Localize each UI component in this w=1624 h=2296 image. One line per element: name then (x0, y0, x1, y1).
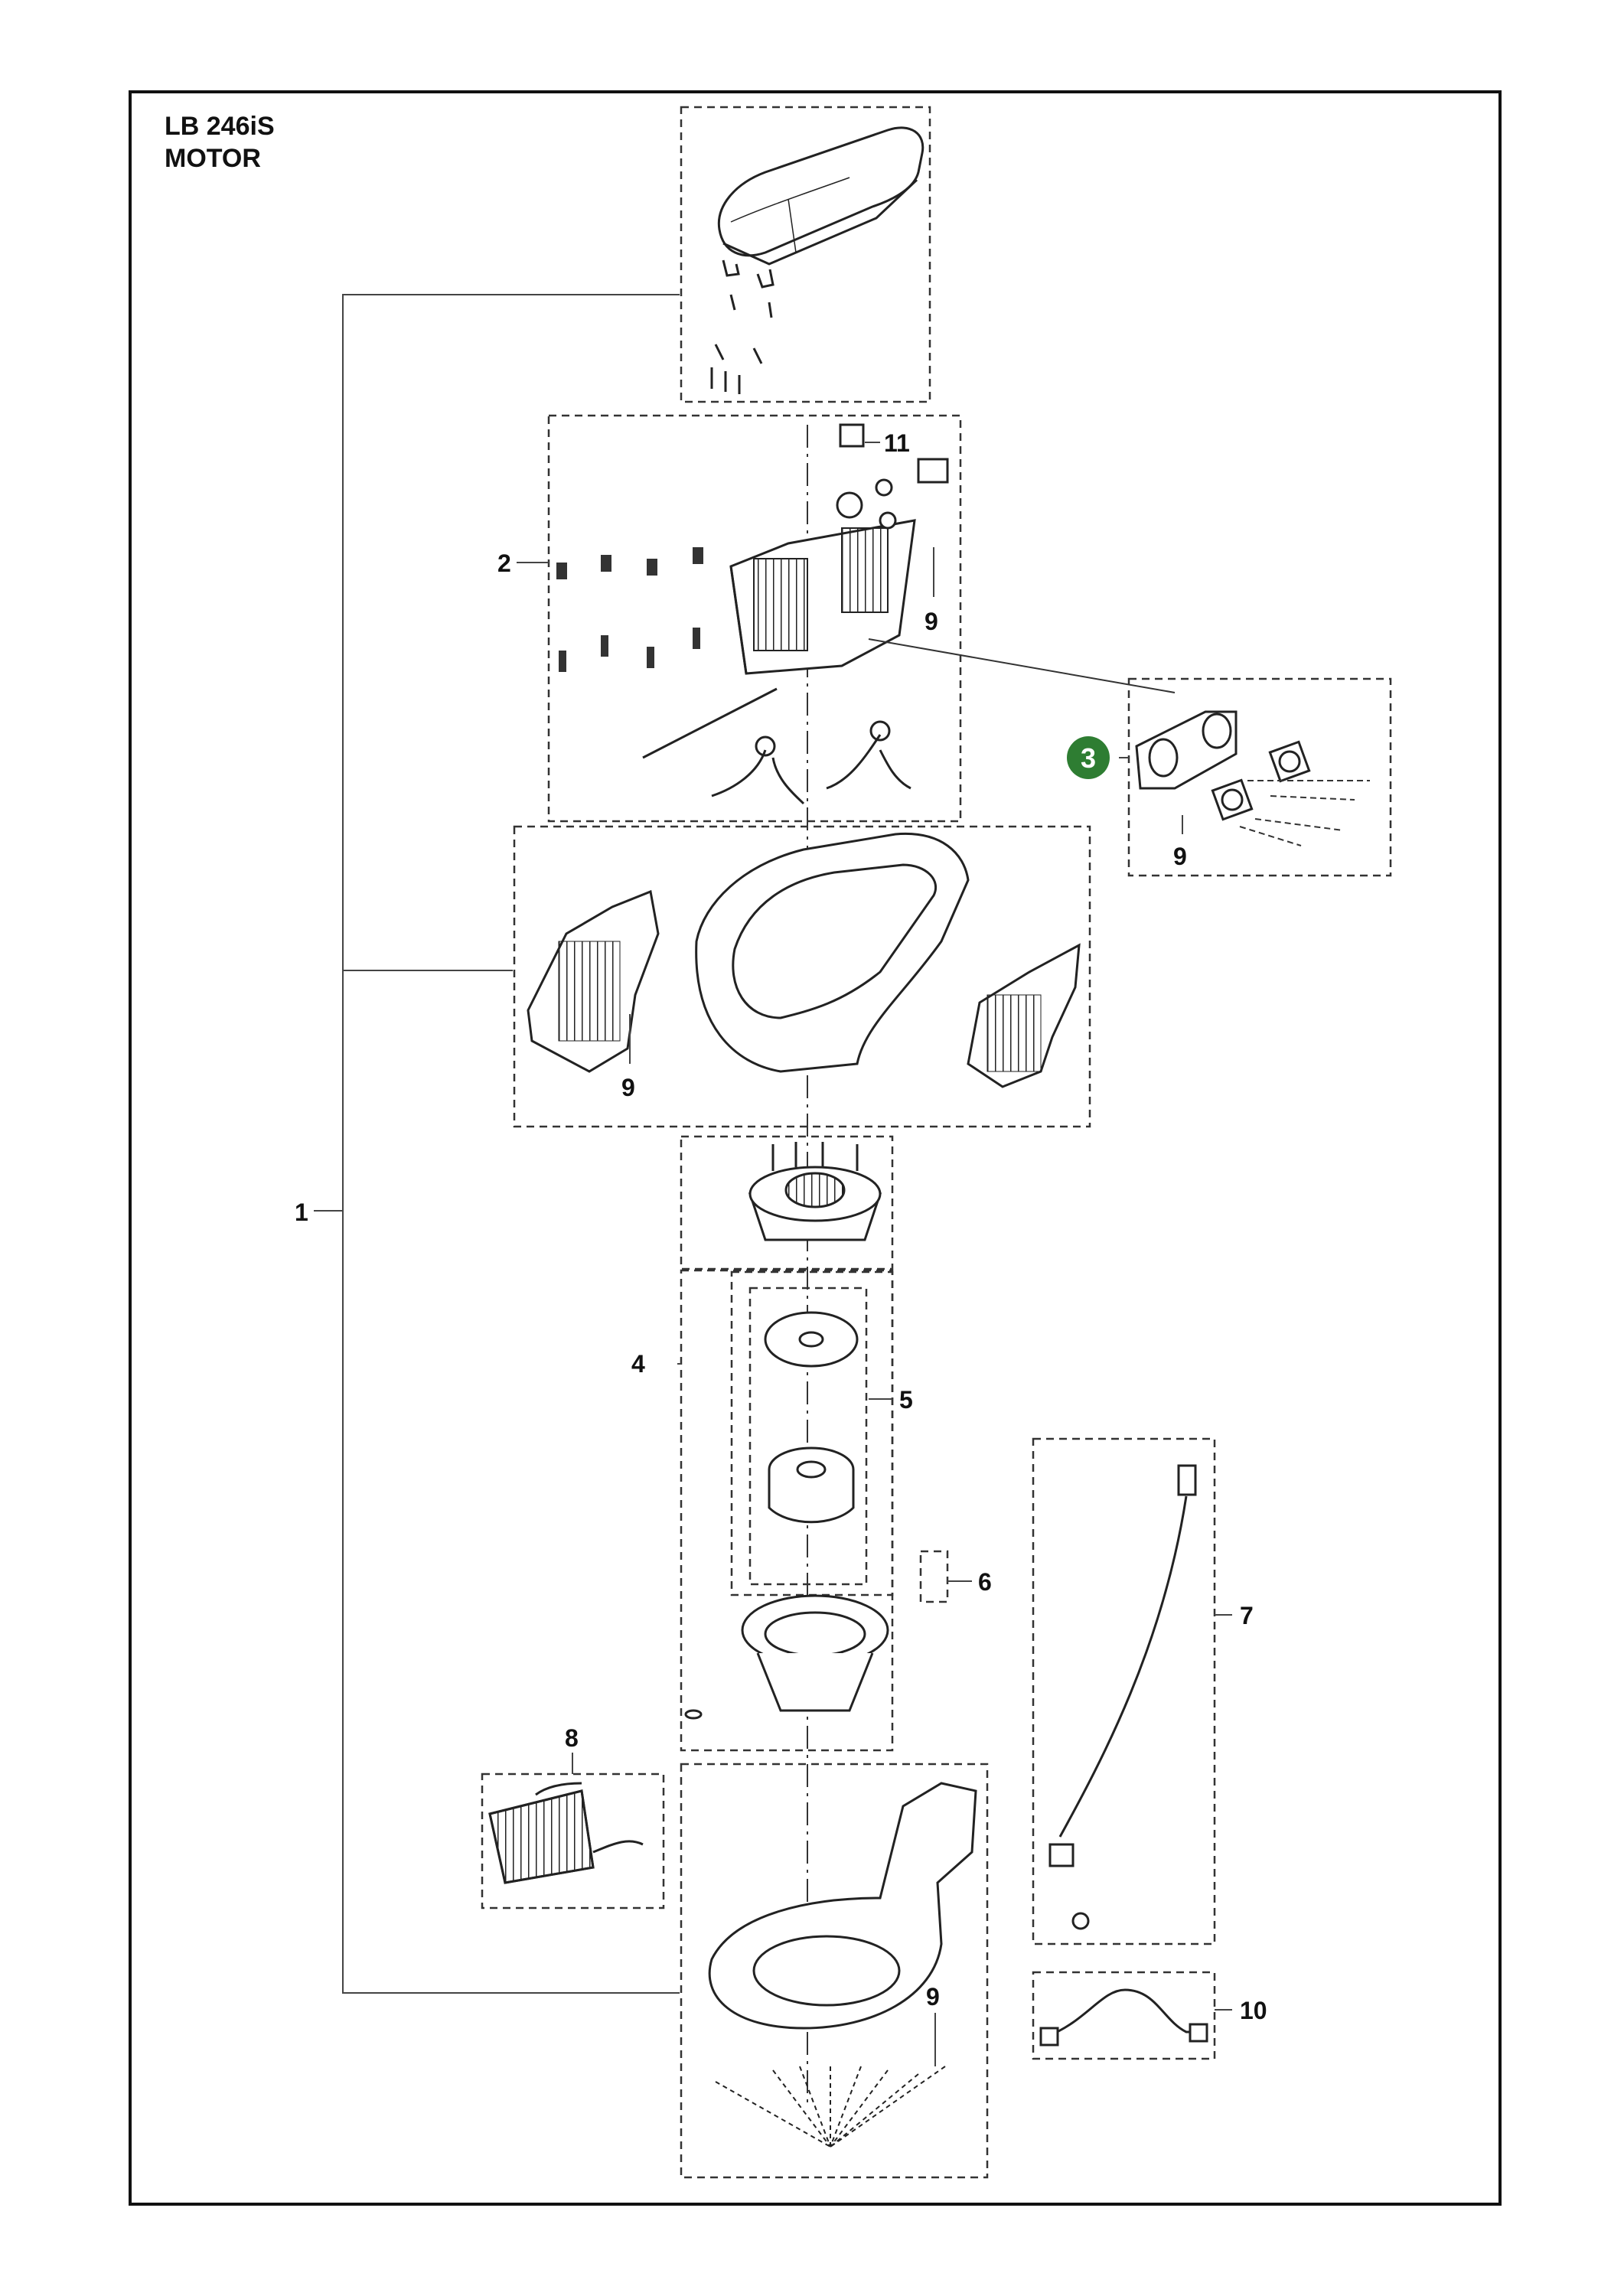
group-box-battery-holder (547, 414, 962, 823)
right-grille-part (967, 943, 1081, 1088)
lower-housing-screws (715, 2066, 946, 2148)
cover-screws (710, 294, 773, 394)
group-box-harness (1032, 1971, 1216, 2060)
group-box-motor-assembly (680, 1269, 894, 1752)
assembly-bracket (314, 294, 680, 1994)
motor-cover-part (748, 1166, 882, 1241)
leader-lines (517, 442, 1232, 2066)
fan-screws (1239, 780, 1370, 846)
handle-cover-part (717, 126, 925, 289)
impeller-part (764, 1311, 859, 1368)
callout-9-holder: 9 (925, 608, 938, 635)
callout-2: 2 (497, 550, 511, 577)
group-box-fan-unit (1127, 677, 1392, 877)
lower-housing-part (708, 1782, 977, 2030)
callout-9-housing: 9 (621, 1074, 635, 1101)
fan-unit-part (1135, 710, 1311, 821)
battery-holder-part (729, 423, 949, 675)
battery-contacts (556, 547, 703, 672)
sheet-border (129, 90, 1502, 2206)
group-box-housing (513, 825, 1091, 1128)
group-box-top-cover (680, 106, 931, 403)
callout-5: 5 (899, 1386, 913, 1414)
callout-10: 10 (1240, 1997, 1267, 2024)
callout-1: 1 (295, 1199, 308, 1226)
group-box-motor-cover (680, 1135, 894, 1270)
group-box-charger (481, 1773, 665, 1910)
holder-wiring (642, 687, 911, 805)
motor-part (768, 1446, 855, 1524)
section-title: MOTOR (165, 144, 261, 173)
callout-6: 6 (978, 1568, 992, 1596)
callout-3: 3 (1081, 742, 1096, 774)
group-box-cable (1032, 1437, 1216, 1945)
callout-9-fan: 9 (1173, 843, 1187, 870)
model-title: LB 246iS (165, 112, 275, 141)
motor-cover-screws (771, 1142, 859, 1171)
callout-8: 8 (565, 1724, 579, 1752)
cable-part (1048, 1464, 1197, 1930)
left-grille-part (527, 889, 660, 1073)
fan-connector-line (868, 638, 1176, 693)
callout-3-highlight (1067, 736, 1110, 779)
callout-11: 11 (884, 429, 910, 457)
motor-base-part (684, 1594, 889, 1720)
callout-7: 7 (1240, 1602, 1254, 1629)
group-box-screw-kit (919, 1550, 949, 1603)
main-housing-part (695, 832, 970, 1073)
charger-part (488, 1782, 644, 1884)
callout-4: 4 (631, 1350, 645, 1378)
callout-9-lower: 9 (926, 1983, 940, 2011)
group-box-lower-housing (680, 1763, 989, 2179)
harness-part (1039, 1988, 1208, 2047)
